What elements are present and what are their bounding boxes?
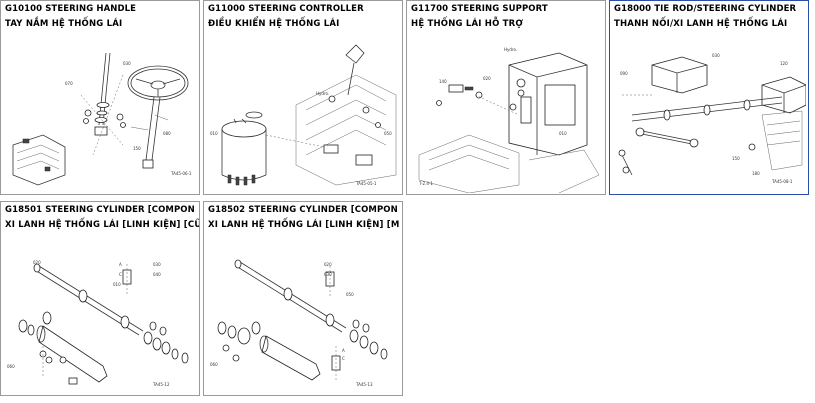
steering-handle-diagram: 030 070 080 150 TA45-06-1 xyxy=(3,35,197,193)
svg-text:180: 180 xyxy=(752,171,760,176)
svg-text:TA45-08-1: TA45-08-1 xyxy=(771,179,793,184)
svg-text:050: 050 xyxy=(384,131,392,136)
svg-text:C: C xyxy=(342,356,345,361)
part-name: TAY NẮM HỆ THỐNG LÁI xyxy=(5,19,123,29)
steering-controller-diagram: 010 Hydro. 050 TA45-05-1 xyxy=(206,35,400,193)
svg-text:030: 030 xyxy=(712,53,720,58)
steering-cylinder-old-diagram: A C 010 030 040 020 060 TA45-12 xyxy=(3,236,197,394)
part-code: G18502 STEERING CYLINDER [COMPON xyxy=(208,205,398,215)
svg-text:010: 010 xyxy=(559,131,567,136)
svg-text:A: A xyxy=(119,262,122,267)
part-card-g18000[interactable]: G18000 TIE ROD/STEERING CYLINDER THANH N… xyxy=(609,0,809,195)
svg-text:010: 010 xyxy=(113,282,121,287)
part-code: G18000 TIE ROD/STEERING CYLINDER xyxy=(614,4,797,14)
part-card-g18502[interactable]: G18502 STEERING CYLINDER [COMPON XI LANH… xyxy=(203,201,403,396)
svg-text:020: 020 xyxy=(324,262,332,267)
part-card-g11700[interactable]: G11700 STEERING SUPPORT HỆ THỐNG LÁI HỖ … xyxy=(406,0,606,195)
svg-text:Hydro.: Hydro. xyxy=(316,91,329,96)
svg-text:TA45-06-1: TA45-06-1 xyxy=(170,171,192,176)
svg-text:080: 080 xyxy=(163,131,171,136)
part-name: HỆ THỐNG LÁI HỖ TRỢ xyxy=(411,19,524,29)
part-card-g11000[interactable]: G11000 STEERING CONTROLLER ĐIỀU KHIỂN HỆ… xyxy=(203,0,403,195)
part-card-g10100[interactable]: G10100 STEERING HANDLE TAY NẮM HỆ THỐNG … xyxy=(0,0,200,195)
tie-rod-diagram: 090 030 120 150 180 TA45-08-1 xyxy=(612,35,806,193)
part-code: G10100 STEERING HANDLE xyxy=(5,4,137,14)
svg-text:150: 150 xyxy=(732,156,740,161)
part-code: G18501 STEERING CYLINDER [COMPON xyxy=(5,205,195,215)
part-code: G11000 STEERING CONTROLLER xyxy=(208,4,364,14)
svg-text:060: 060 xyxy=(210,362,218,367)
svg-text:020: 020 xyxy=(483,76,491,81)
svg-text:030: 030 xyxy=(324,272,332,277)
svg-text:020: 020 xyxy=(33,260,41,265)
svg-text:140: 140 xyxy=(439,79,447,84)
svg-text:A: A xyxy=(342,348,345,353)
svg-text:TA45-05-1: TA45-05-1 xyxy=(355,181,377,186)
steering-cylinder-new-diagram: 020 030 050 A C 060 TA45-13 xyxy=(206,236,400,394)
part-code: G11700 STEERING SUPPORT xyxy=(411,4,548,14)
svg-text:C: C xyxy=(119,272,122,277)
svg-text:T-2.4-1: T-2.4-1 xyxy=(418,181,433,186)
svg-text:060: 060 xyxy=(7,364,15,369)
svg-text:030: 030 xyxy=(123,61,131,66)
svg-text:070: 070 xyxy=(65,81,73,86)
svg-text:040: 040 xyxy=(153,272,161,277)
steering-support-diagram: Hydro. 140 020 010 T-2.4-1 xyxy=(409,35,603,193)
svg-text:010: 010 xyxy=(210,131,218,136)
svg-text:Hydro.: Hydro. xyxy=(504,47,517,52)
part-name: XI LANH HỆ THỐNG LÁI [LINH KIỆN] [CŨ xyxy=(5,220,200,230)
svg-text:030: 030 xyxy=(153,262,161,267)
svg-text:150: 150 xyxy=(133,146,141,151)
svg-text:120: 120 xyxy=(780,61,788,66)
part-name: ĐIỀU KHIỂN HỆ THỐNG LÁI xyxy=(208,19,340,29)
svg-text:050: 050 xyxy=(346,292,354,297)
part-name: XI LANH HỆ THỐNG LÁI [LINH KIỆN] [M xyxy=(208,220,400,230)
part-name: THANH NỐI/XI LANH HỆ THỐNG LÁI xyxy=(614,19,788,29)
svg-text:TA45-13: TA45-13 xyxy=(355,382,373,387)
svg-text:090: 090 xyxy=(620,71,628,76)
part-card-g18501[interactable]: G18501 STEERING CYLINDER [COMPON XI LANH… xyxy=(0,201,200,396)
svg-text:TA45-12: TA45-12 xyxy=(152,382,170,387)
